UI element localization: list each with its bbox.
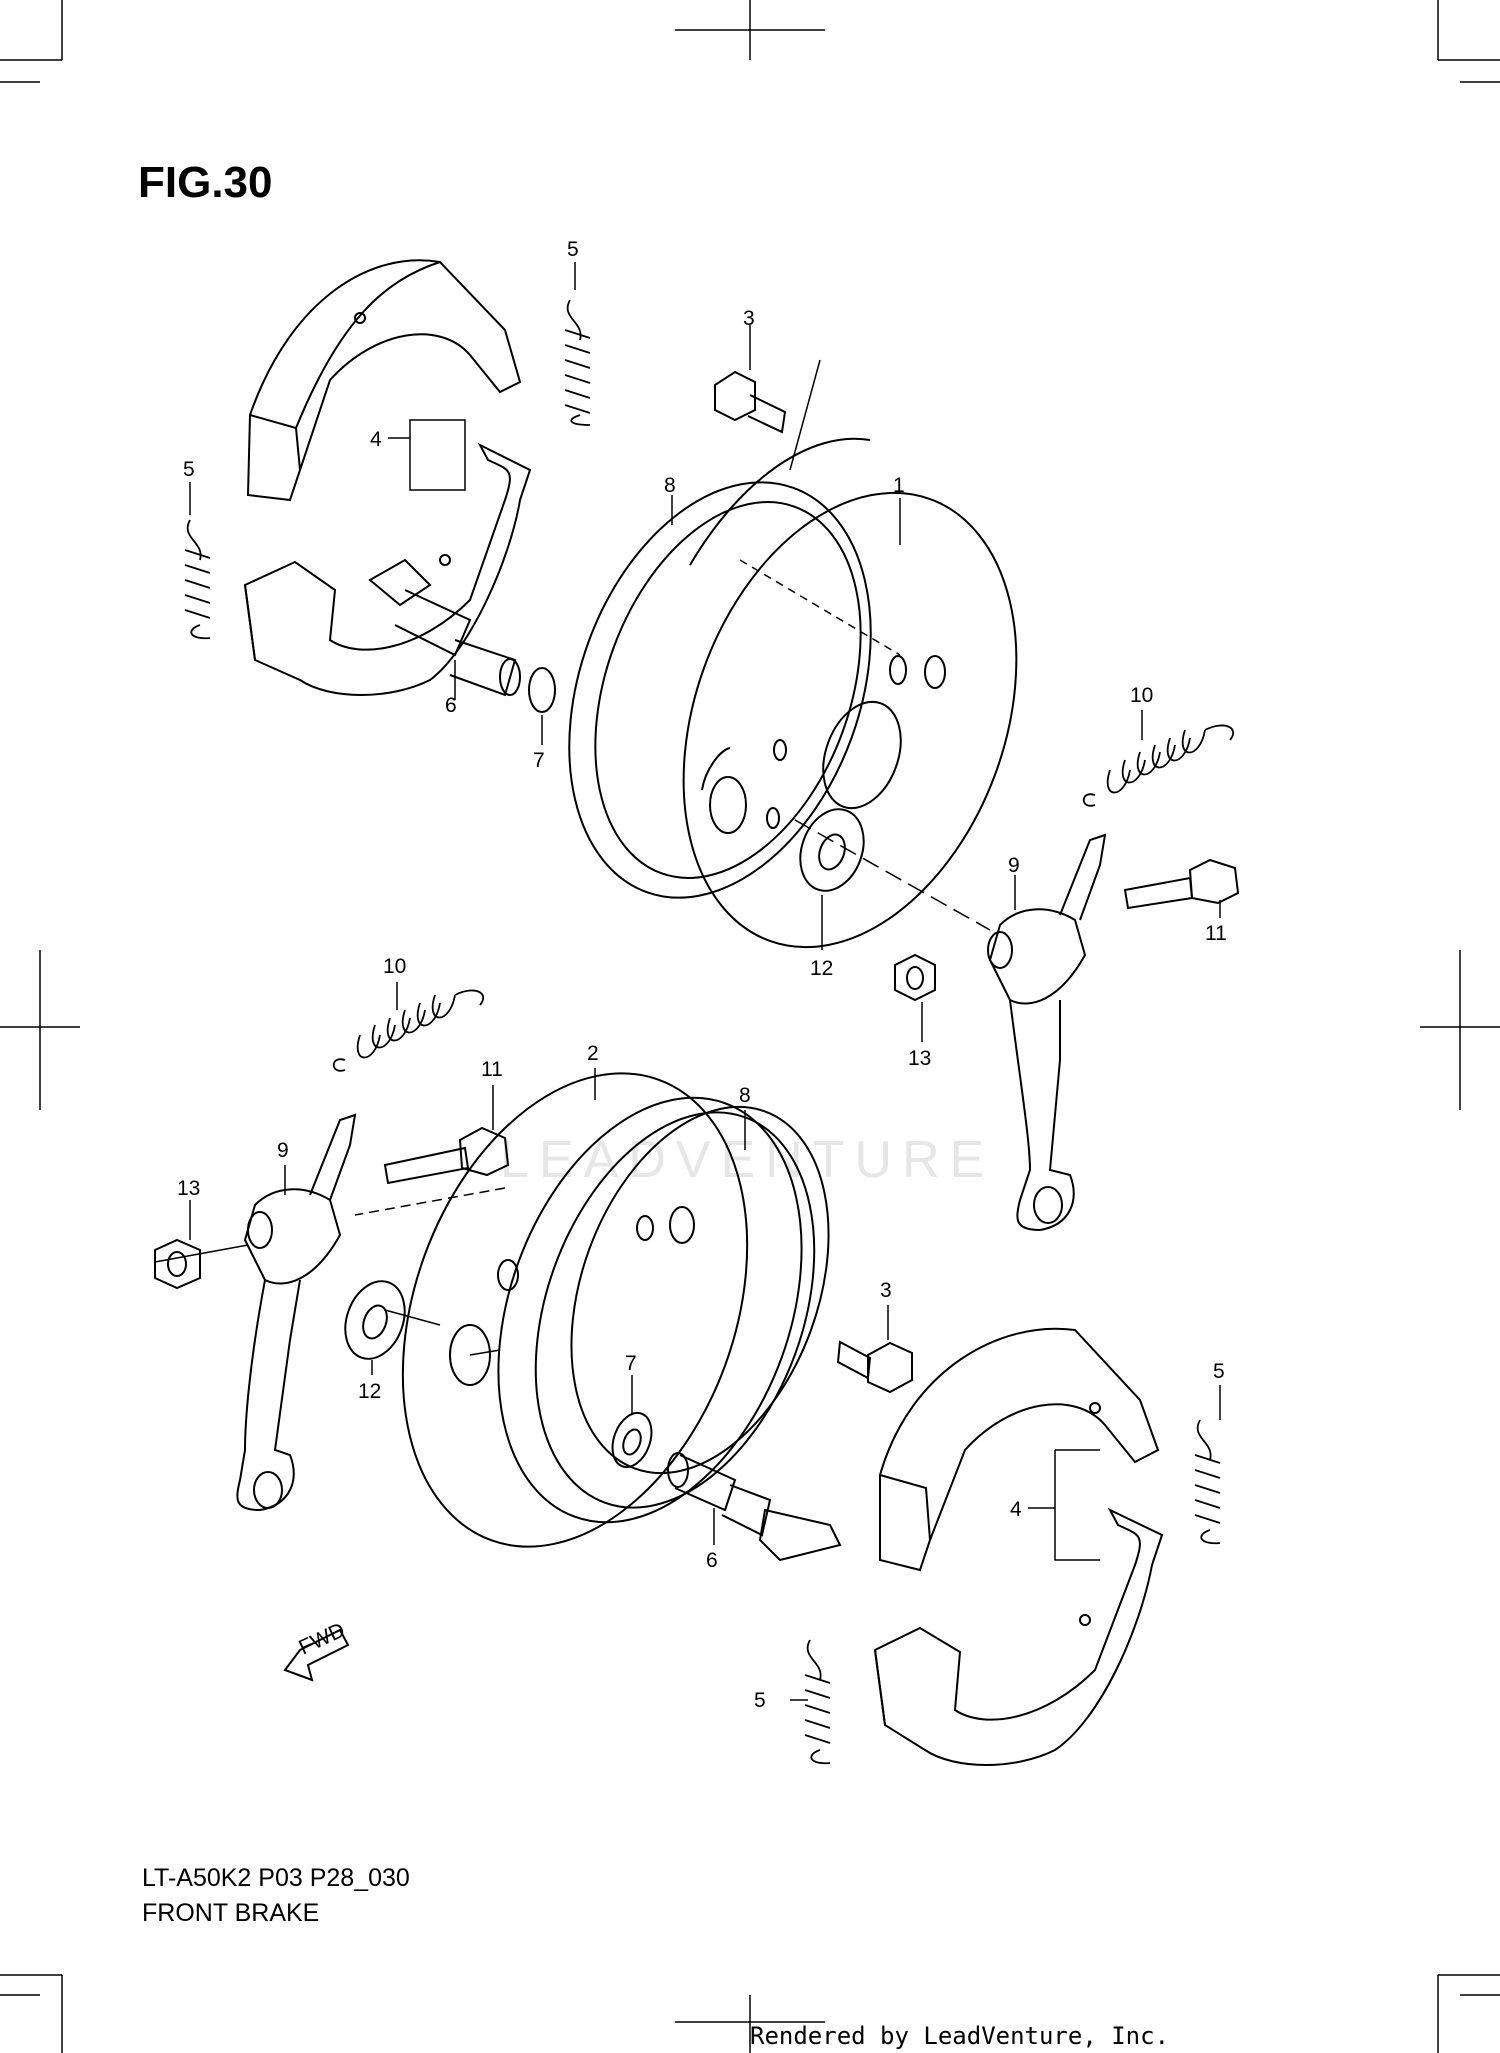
callout-5: 5 (567, 238, 579, 261)
spring-5-bottom (804, 1639, 831, 1765)
leader-lines (154, 262, 1221, 1701)
callout-10: 10 (1130, 684, 1153, 707)
callout-7: 7 (533, 749, 545, 772)
callout-5: 5 (754, 1689, 766, 1712)
cam-lever-9-upper (987, 833, 1107, 1232)
callout-2: 2 (587, 1042, 599, 1065)
callouts-upper: 5 3 4 5 8 1 6 7 10 9 11 12 13 (183, 238, 1227, 1070)
spring-5-top (564, 299, 591, 426)
nut-13-lower (154, 1238, 201, 1290)
bolt-11-upper (1123, 858, 1240, 910)
washer-7-lower (611, 1411, 653, 1469)
model-code: LT-A50K2 P03 P28_030 (142, 1864, 410, 1892)
callout-4: 4 (370, 428, 382, 451)
seal-8-lower (570, 1105, 830, 1475)
brake-drum-2 (401, 1072, 816, 1548)
watermark-text: LEADVENTURE (500, 1131, 995, 1189)
washer-12-lower (344, 1280, 406, 1360)
callout-13: 13 (177, 1177, 200, 1200)
bolt-11-lower (383, 1126, 510, 1185)
callout-9: 9 (1008, 854, 1020, 877)
washer-12-upper (799, 808, 865, 892)
nut-13-upper (894, 953, 936, 1002)
brake-shoe-upper-2 (243, 442, 532, 696)
fwd-arrow-icon: FWD (283, 1618, 350, 1682)
callout-8: 8 (739, 1084, 751, 1107)
callout-7: 7 (625, 1352, 637, 1375)
spring-10-upper (1082, 724, 1235, 807)
brake-shoe-lower-2 (873, 1507, 1164, 1766)
diagram-title: FRONT BRAKE (142, 1899, 320, 1927)
bolt-3-lower (836, 1340, 913, 1394)
callout-12: 12 (810, 957, 833, 980)
callout-13: 13 (908, 1047, 931, 1070)
callout-12: 12 (358, 1380, 381, 1403)
cam-lever-9-lower (236, 1113, 357, 1512)
figure-title: FIG.30 (138, 158, 273, 207)
callout-1: 1 (893, 474, 905, 497)
seal-8-upper (568, 481, 872, 899)
callout-5: 5 (183, 458, 195, 481)
callout-6: 6 (706, 1549, 718, 1572)
spring-5-right (1194, 1419, 1221, 1545)
backing-plate-1 (682, 437, 1018, 949)
washer-7-upper (528, 667, 556, 713)
callout-11: 11 (1205, 922, 1227, 945)
callouts-lower: 10 2 11 8 9 13 12 3 7 5 4 6 5 (177, 955, 1225, 1712)
camshaft-6-lower (667, 1452, 842, 1562)
callout-5: 5 (1213, 1360, 1225, 1383)
callout-8: 8 (664, 474, 676, 497)
brake-shoe-lower-1 (879, 1327, 1160, 1572)
spring-10-lower (332, 989, 485, 1072)
bolt-3-upper (714, 370, 787, 434)
callout-3: 3 (743, 307, 755, 330)
callout-11: 11 (481, 1058, 503, 1081)
callout-4: 4 (1010, 1498, 1022, 1521)
camshaft-6-upper (368, 558, 521, 697)
callout-9: 9 (277, 1139, 289, 1162)
callout-10: 10 (383, 955, 406, 978)
callout-3: 3 (880, 1279, 892, 1302)
footer-credit: Rendered by LeadVenture, Inc. (750, 2022, 1170, 2050)
callout-6: 6 (445, 694, 457, 717)
brake-shoe-upper-1 (246, 259, 522, 502)
spring-5-left (184, 519, 211, 640)
